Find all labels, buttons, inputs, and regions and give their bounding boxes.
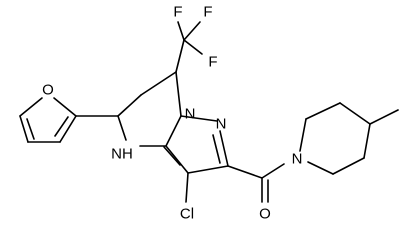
bond-furan-c3-c2-double (54, 116, 69, 137)
fluorine-label: F (173, 4, 182, 21)
bond-n2-c2-double-inner (212, 134, 221, 164)
bond-c3a-n-bridge (165, 115, 182, 147)
bond-c5-nh (117, 115, 127, 141)
bonds (19, 21, 399, 203)
bond-n2-c2-double (219, 130, 229, 167)
pyrazole-nitrogen-label: N (185, 106, 196, 123)
bond-furan-c5-c4 (19, 115, 29, 143)
fluorine-label: F (203, 4, 212, 21)
bond-pip-c5-c6 (332, 157, 365, 175)
structural-formula: F F F O NH N N Cl O N (19, 4, 399, 223)
bond-c7-cf3 (175, 39, 185, 73)
bond-cf3-f-top-right (183, 21, 201, 41)
bond-furan-c5-c4-double (26, 118, 35, 140)
bond-c2-c3 (187, 165, 229, 174)
carbonyl-oxygen-label: O (259, 206, 271, 223)
bond-c2-carbonyl (227, 165, 263, 179)
bond-n-bridge-n2 (180, 115, 218, 122)
bond-furan-o-c5 (19, 97, 43, 117)
chlorine-label: Cl (180, 206, 194, 223)
bond-pip-n-c2 (299, 118, 307, 152)
bond-carbonyl-n (261, 163, 285, 179)
bond-pip-c3-c4 (339, 102, 371, 125)
bond-furan-c2-o (53, 97, 77, 117)
bond-cf3-f-top-left (177, 21, 185, 41)
bond-furan-c3-c2 (59, 115, 77, 143)
bond-cf3-f-right (183, 39, 203, 55)
bond-pip-c2-c3 (305, 102, 341, 120)
bond-pip-c6-n (307, 161, 334, 175)
atom-labels: F F F O NH N N Cl O N (42, 4, 302, 223)
fluorine-label: F (208, 54, 217, 71)
bond-c7-n-bridge (175, 71, 182, 117)
bond-pip-methyl (369, 109, 399, 125)
bond-c3-cl (185, 172, 189, 203)
bond-c5-c6 (117, 94, 142, 117)
bond-c6-c7 (140, 71, 177, 96)
furan-oxygen-label: O (42, 82, 54, 99)
bond-c3-c3a-double (163, 146, 181, 166)
piperidine-nitrogen-label: N (292, 151, 303, 168)
pyrazole-nitrogen-label: N (216, 116, 227, 133)
nh-label: NH (111, 146, 133, 163)
bond-pip-c4-c5 (363, 123, 371, 159)
bond-c3-c3a (165, 145, 189, 174)
